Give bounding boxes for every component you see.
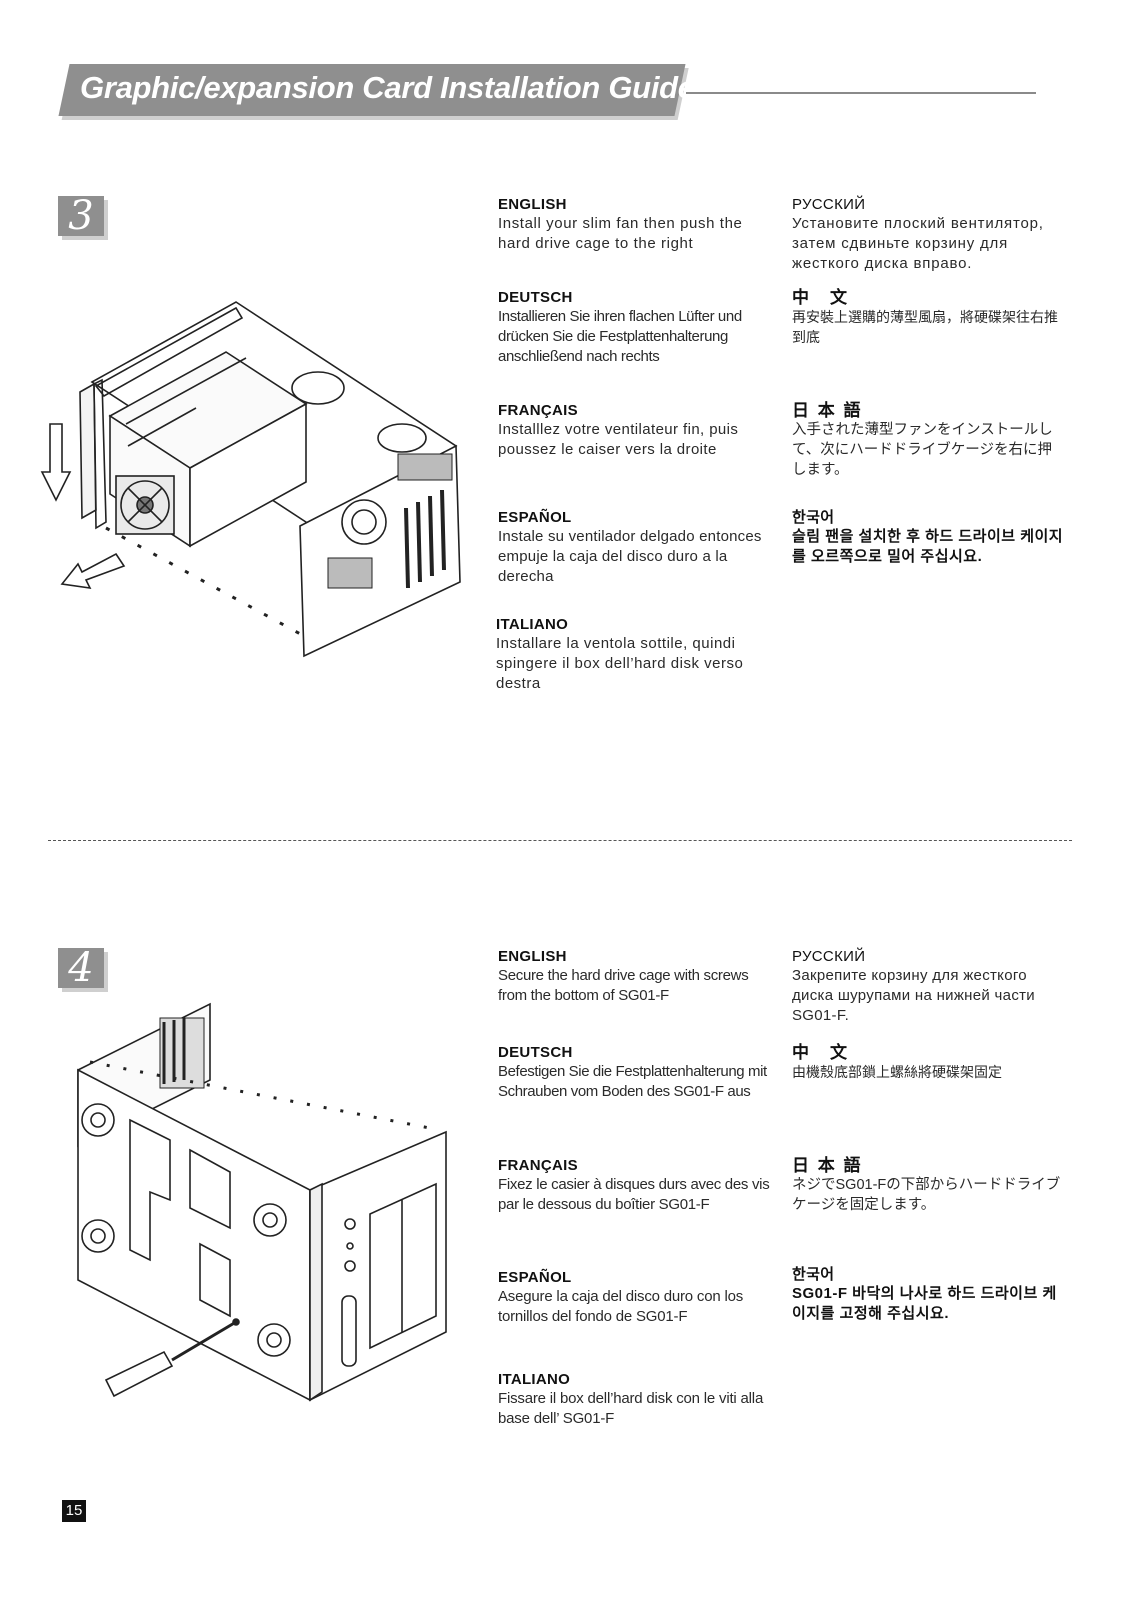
- section-heading: FRANÇAIS: [498, 1157, 578, 1174]
- step-4-chinese: 中 文 由機殼底部鎖上螺絲將硬碟架固定: [792, 1044, 1064, 1082]
- page-title: Graphic/expansion Card Installation Guid…: [80, 70, 695, 105]
- section-heading: РУССКИЙ: [792, 948, 866, 965]
- section-text: Secure the hard drive cage with screws f…: [498, 967, 749, 1004]
- section-text: Installlez votre ventilateur fin, puis p…: [498, 421, 739, 458]
- section-text: Install your slim fan then push the hard…: [498, 215, 743, 252]
- step-4-deutsch: DEUTSCH Befestigen Sie die Festplattenha…: [498, 1044, 770, 1102]
- section-heading: DEUTSCH: [498, 289, 573, 306]
- step-3-english: ENGLISH Install your slim fan then push …: [498, 196, 768, 254]
- section-heading: 日 本 語: [792, 1156, 863, 1175]
- case-bottom-screw-illustration: [77, 1002, 447, 1402]
- step-4-francais: FRANÇAIS Fixez le casier à disques durs …: [498, 1157, 770, 1215]
- section-text: 슬림 팬을 설치한 후 하드 드라이브 케이지를 오르쪽으로 밀어 주십시요.: [792, 528, 1064, 565]
- section-heading: 中 文: [792, 288, 849, 307]
- section-heading: 한국어: [792, 509, 835, 526]
- section-text: 由機殼底部鎖上螺絲將硬碟架固定: [792, 1064, 1002, 1080]
- section-text: Asegure la caja del disco duro con los t…: [498, 1288, 744, 1325]
- section-heading: 日 本 語: [792, 401, 863, 420]
- section-text: 入手された薄型ファンをインストールして、次にハードドライブケージを右に押します。: [792, 422, 1053, 478]
- step-3-francais: FRANÇAIS Installlez votre ventilateur fi…: [498, 402, 768, 460]
- section-heading: РУССКИЙ: [792, 196, 866, 213]
- step-3-badge: 3: [58, 193, 104, 239]
- step-3-espanol: ESPAÑOL Instale su ventilador delgado en…: [498, 509, 768, 587]
- page-number: 15: [62, 1500, 86, 1522]
- section-text: ネジでSG01-Fの下部からハードドライブケージを固定します。: [792, 1177, 1061, 1213]
- section-text: Установите плоский вентилятор, затем сдв…: [792, 215, 1044, 272]
- section-heading: ENGLISH: [498, 948, 567, 965]
- step-4-japanese: 日 本 語 ネジでSG01-Fの下部からハードドライブケージを固定します。: [792, 1157, 1064, 1215]
- section-text: 再安裝上選購的薄型風扇，將硬碟架往右推到底: [792, 309, 1058, 345]
- section-heading: ENGLISH: [498, 196, 567, 213]
- step-4-espanol: ESPAÑOL Asegure la caja del disco duro c…: [498, 1269, 770, 1327]
- step-4-badge: 4: [58, 945, 104, 991]
- section-divider: [48, 840, 1072, 841]
- step-3-korean: 한국어 슬림 팬을 설치한 후 하드 드라이브 케이지를 오르쪽으로 밀어 주십…: [792, 509, 1064, 567]
- step-3-deutsch: DEUTSCH Installieren Sie ihren flachen L…: [498, 289, 768, 367]
- step-4-english: ENGLISH Secure the hard drive cage with …: [498, 948, 768, 1006]
- section-heading: ITALIANO: [496, 616, 569, 633]
- step-3-italiano: ITALIANO Installare la ventola sottile, …: [496, 616, 768, 694]
- section-text: Installare la ventola sottile, quindi sp…: [496, 635, 744, 692]
- step-3-russian: РУССКИЙ Установите плоский вентилятор, з…: [792, 196, 1064, 274]
- step-3-japanese: 日 本 語 入手された薄型ファンをインストールして、次にハードドライブケージを右…: [792, 402, 1064, 480]
- section-text: Fissare il box dell’hard disk con le vit…: [498, 1390, 764, 1427]
- step-4-italiano: ITALIANO Fissare il box dell’hard disk c…: [498, 1371, 770, 1429]
- section-text: Befestigen Sie die Festplattenhalterung …: [498, 1063, 767, 1100]
- section-text: SG01-F 바닥의 나사로 하드 드라이브 케이지를 고정해 주십시요.: [792, 1285, 1057, 1322]
- section-text: Installieren Sie ihren flachen Lüfter un…: [498, 308, 742, 365]
- section-heading: 한국어: [792, 1266, 835, 1283]
- case-fan-install-illustration: [40, 301, 461, 658]
- step-4-russian: РУССКИЙ Закрепите корзину для жесткого д…: [792, 948, 1064, 1026]
- section-heading: ESPAÑOL: [498, 509, 572, 526]
- section-heading: DEUTSCH: [498, 1044, 573, 1061]
- section-heading: ITALIANO: [498, 1371, 571, 1388]
- section-heading: ESPAÑOL: [498, 1269, 572, 1286]
- section-text: Fixez le casier à disques durs avec des …: [498, 1176, 770, 1213]
- section-heading: 中 文: [792, 1043, 849, 1062]
- section-text: Закрепите корзину для жесткого диска шур…: [792, 967, 1035, 1024]
- step-3-chinese: 中 文 再安裝上選購的薄型風扇，將硬碟架往右推到底: [792, 289, 1064, 347]
- section-heading: FRANÇAIS: [498, 402, 578, 419]
- section-text: Instale su ventilador delgado entonces e…: [498, 528, 762, 585]
- title-rule: [686, 92, 1036, 94]
- step-4-korean: 한국어 SG01-F 바닥의 나사로 하드 드라이브 케이지를 고정해 주십시요…: [792, 1266, 1064, 1324]
